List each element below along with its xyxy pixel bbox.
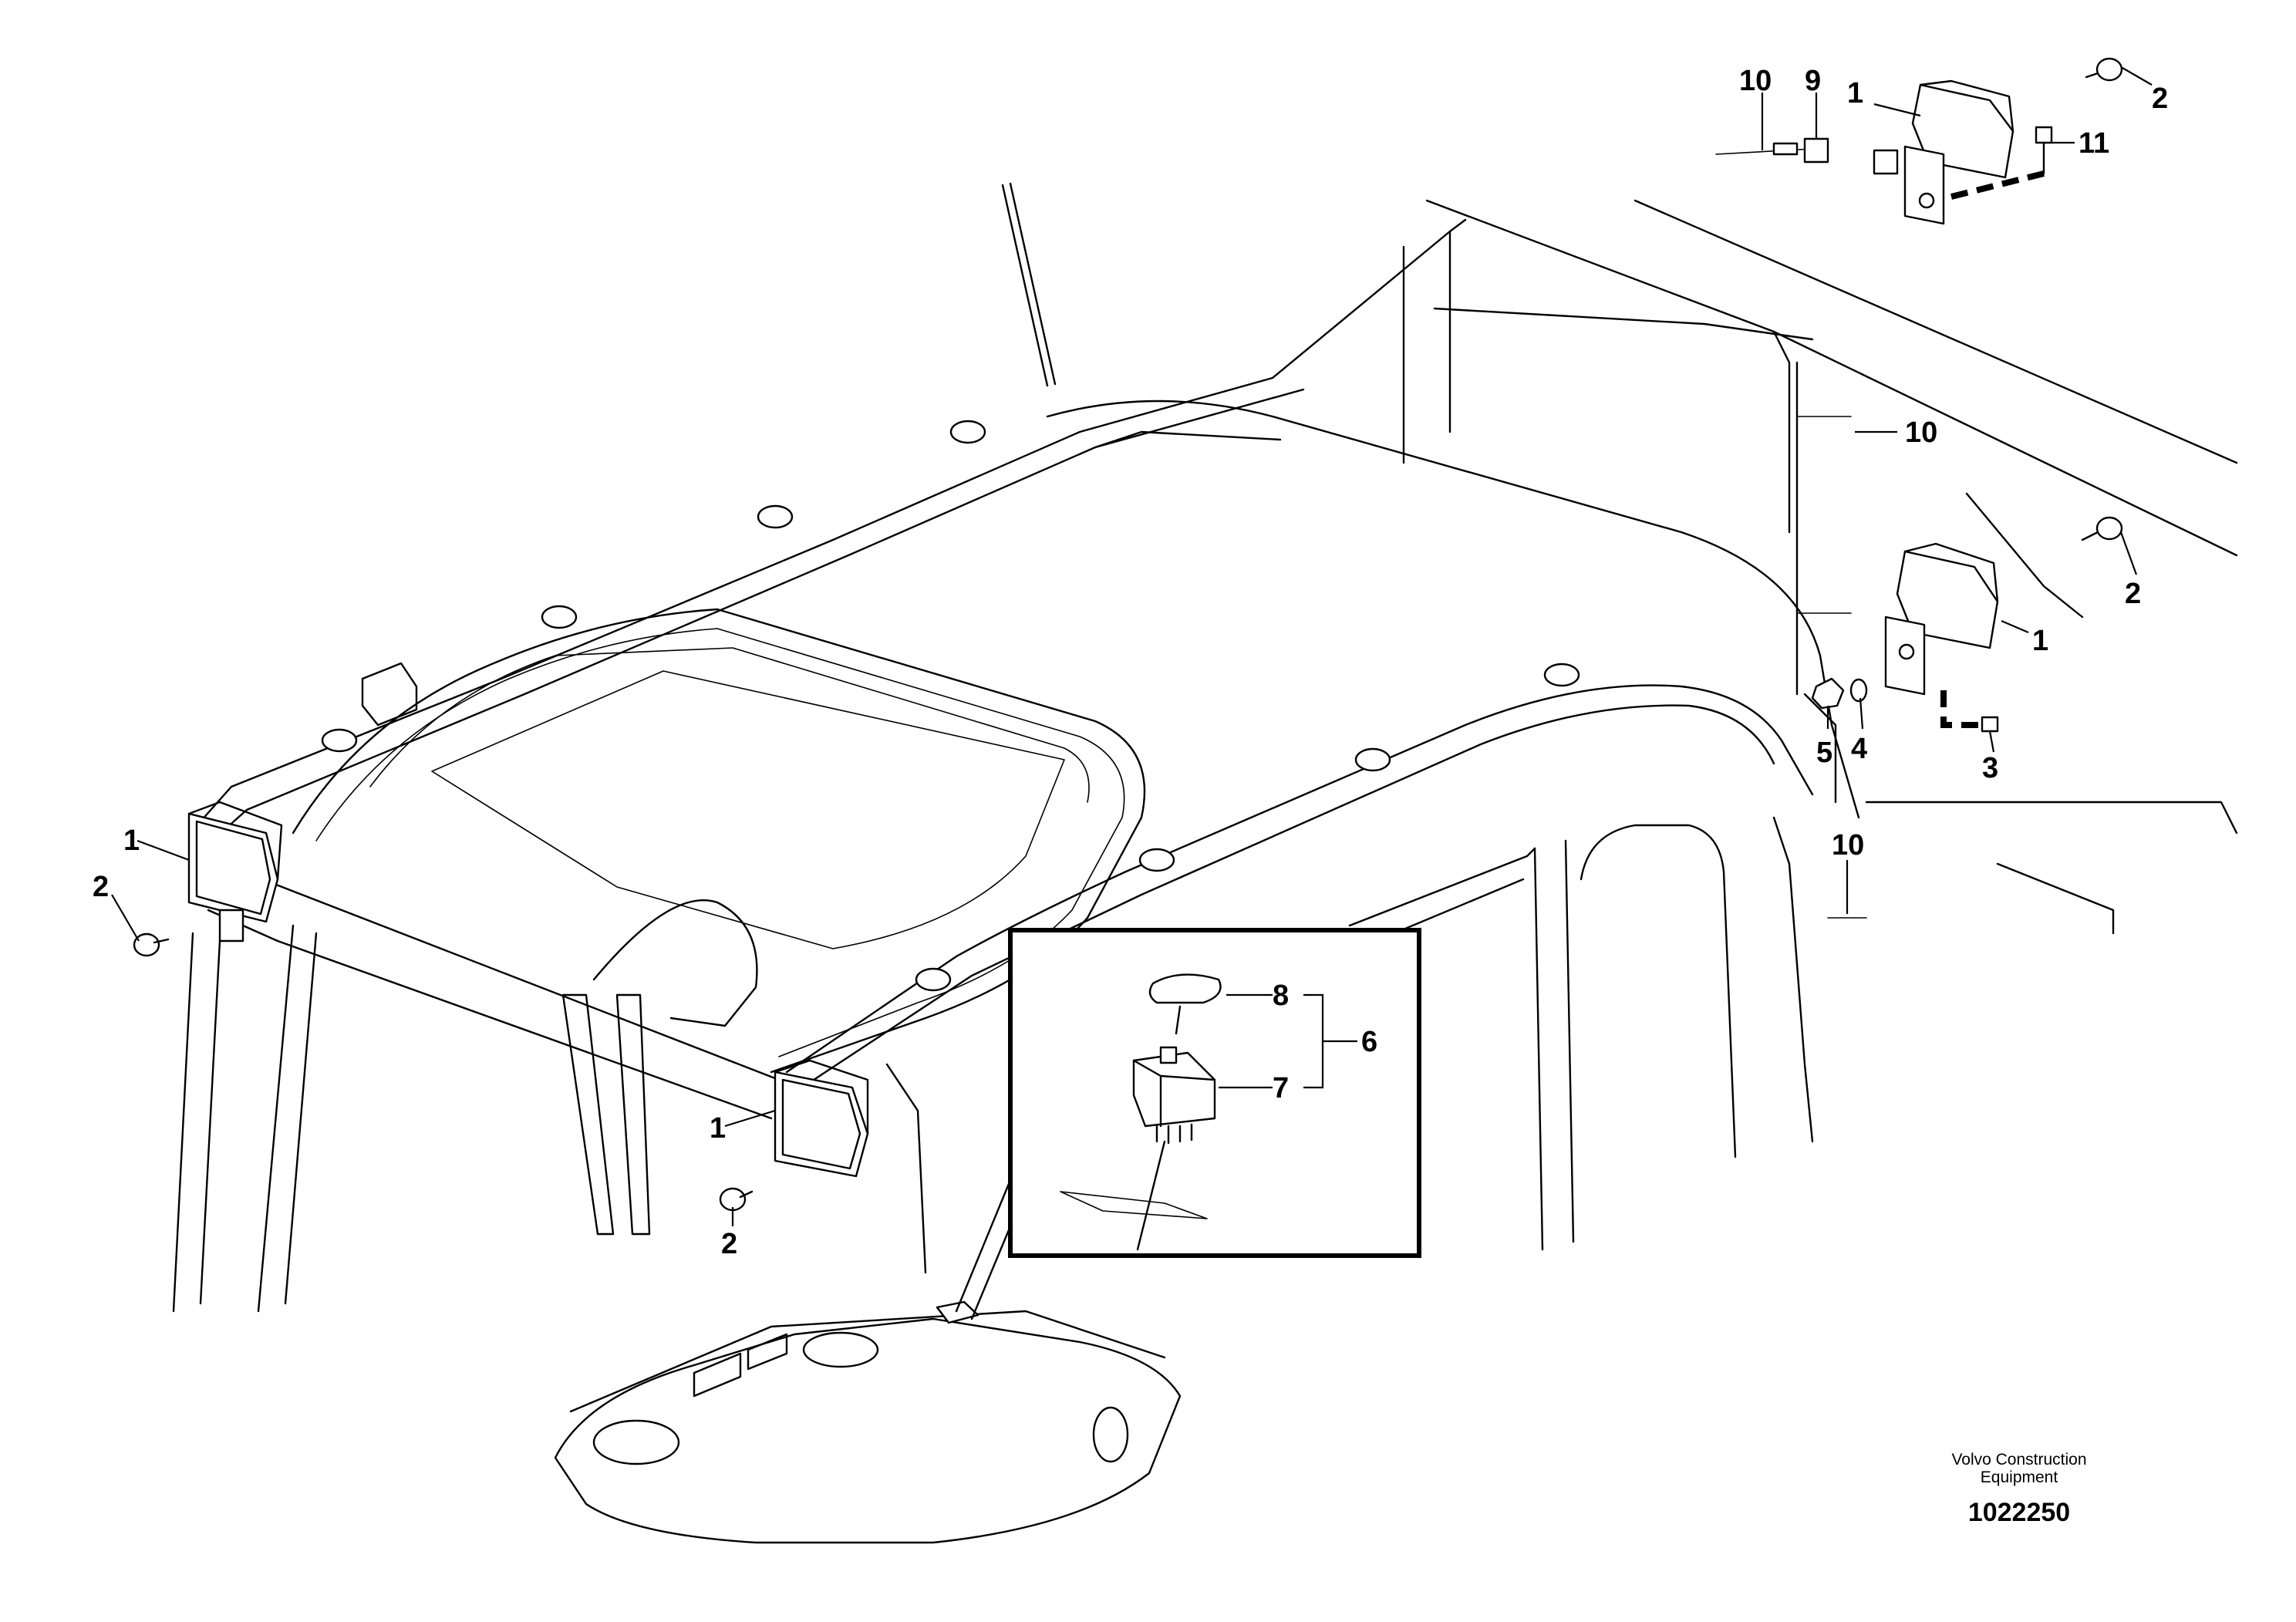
switch-detail-inset: [955, 928, 1421, 1320]
callout-2-top-right: 2: [2152, 83, 2168, 115]
screw-top-right: [1950, 126, 2053, 200]
cable-tie-mid: [1796, 416, 1852, 614]
connector-9: [1803, 137, 1829, 164]
work-light-mid-right: [1884, 542, 1999, 696]
brand-line-1: Volvo Construction: [1951, 1451, 2086, 1469]
callout-2-center: 2: [721, 1228, 737, 1260]
callout-1-mid-right: 1: [2032, 625, 2048, 657]
callout-10-lower: 10: [1832, 829, 1864, 862]
cable-tie-top: [1715, 142, 1813, 156]
document-number: 1022250: [1968, 1498, 2070, 1527]
cab-roof-outline: [172, 182, 2238, 1313]
callout-8: 8: [1273, 980, 1289, 1012]
control-console: [554, 1300, 1182, 1544]
callout-5: 5: [1816, 737, 1832, 769]
footer-credit: Volvo Construction Equipment 1022250: [1951, 1451, 2086, 1527]
bulb-top-right: [2085, 57, 2123, 82]
callout-4: 4: [1851, 733, 1867, 765]
bulb-left: [133, 932, 170, 957]
leader-lines: [111, 67, 2153, 1226]
work-light-left: [187, 801, 283, 943]
callout-10-top: 10: [1739, 65, 1772, 97]
callout-11: 11: [2079, 127, 2109, 160]
callout-labels: 1 2 9 10 11 10 2 1 5 4 3 10 1 2 1 2 8 7 …: [93, 65, 2168, 1260]
callout-6: 6: [1361, 1026, 1377, 1058]
callout-2-left: 2: [93, 871, 109, 903]
bulb-center: [719, 1187, 754, 1212]
washer-4: [1849, 678, 1868, 703]
brand-line-2: Equipment: [1981, 1469, 2058, 1486]
callout-3: 3: [1982, 752, 1998, 784]
callout-1-top-right: 1: [1847, 77, 1863, 110]
callout-10-mid: 10: [1905, 416, 1937, 449]
work-light-center: [774, 1059, 869, 1178]
callout-2-mid-right: 2: [2125, 578, 2141, 610]
nut-5: [1811, 677, 1845, 710]
bulb-mid-right: [2081, 516, 2123, 541]
callout-7: 7: [1273, 1072, 1289, 1104]
callout-1-center: 1: [710, 1112, 726, 1145]
callout-9: 9: [1805, 65, 1821, 97]
work-light-top-right: [1873, 79, 2014, 225]
callout-1-left: 1: [123, 824, 140, 857]
screw-3: [1940, 690, 1999, 733]
